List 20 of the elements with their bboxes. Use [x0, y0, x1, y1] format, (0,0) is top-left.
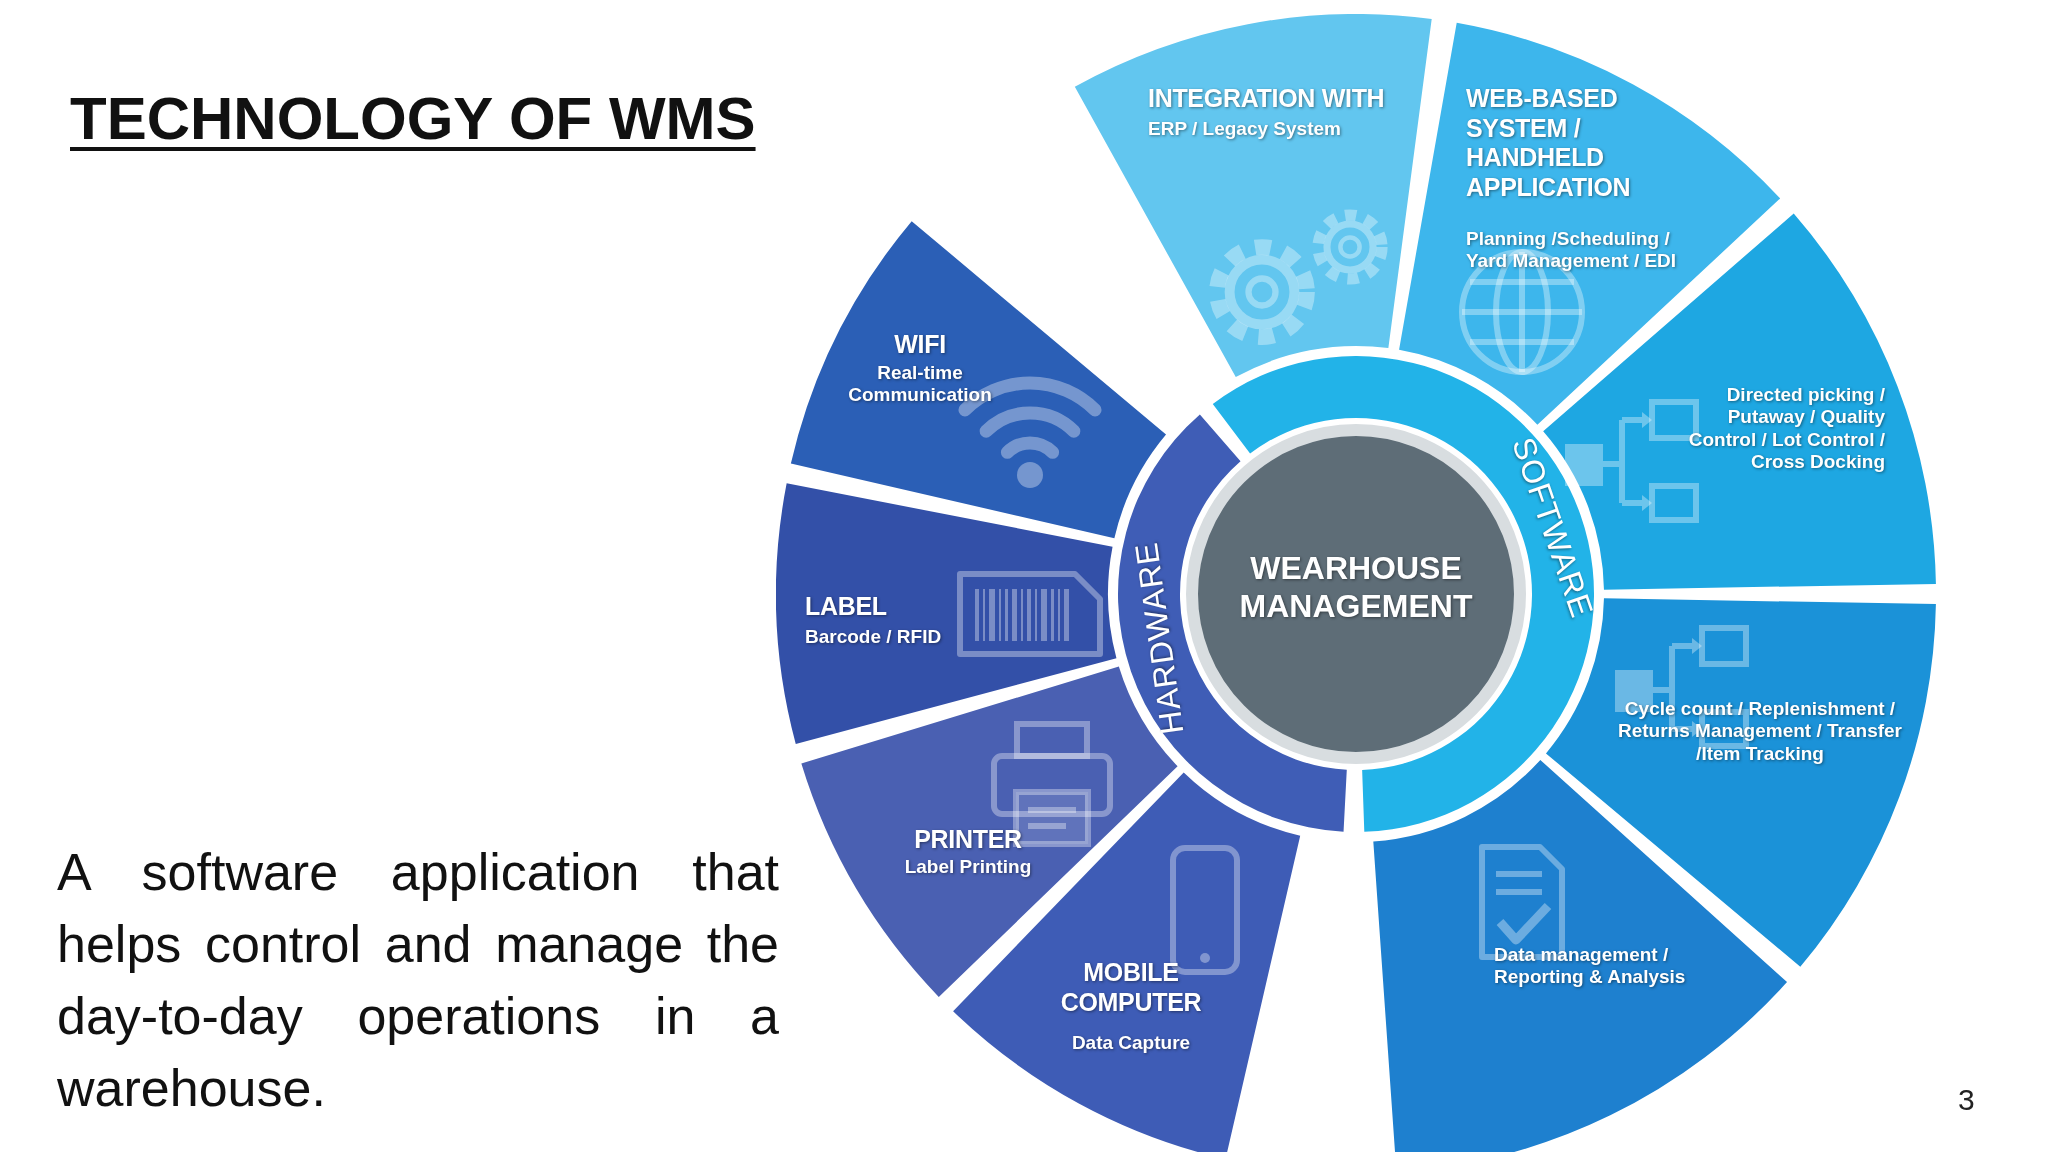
segment-heading: MOBILE COMPUTER — [1059, 958, 1203, 1017]
segment-text: Planning /Scheduling / Yard Management / EDI — [1466, 228, 1678, 273]
segment-heading: LABEL — [805, 592, 888, 622]
page-number: 3 — [1958, 1083, 1975, 1117]
segment-heading: INTEGRATION WITH — [1148, 84, 1386, 114]
segment-text: Data management / Reporting & Analysis — [1494, 944, 1687, 989]
band-label: HARDWARE — [1127, 539, 1192, 737]
segment-text: ERP / Legacy System — [1148, 118, 1342, 141]
segment-text: Label Printing — [903, 856, 1033, 879]
slide-title: TECHNOLOGY OF WMS — [70, 84, 756, 153]
segment-heading: WIFI — [893, 330, 947, 360]
segment-text: Barcode / RFID — [805, 626, 943, 649]
segment-heading: WEB-BASED SYSTEM / HANDHELD APPLICATION — [1466, 84, 1632, 202]
segment-heading: PRINTER — [913, 825, 1023, 855]
segment-text: Data Capture — [1070, 1032, 1192, 1055]
segment-text: Cycle count / Replenishment / Returns Management / Transfer /Item Tracking — [1617, 698, 1903, 766]
segment-text: Directed picking / Putaway / Quality Control / Lot Control / Cross Docking — [1687, 384, 1885, 474]
hub-label: WEARHOUSE MANAGEMENT — [1238, 550, 1474, 626]
description-text: A software application that helps control and manage the day-to-day operations in a warehouse. — [57, 842, 779, 1119]
segment-text: Real-time Communication — [847, 362, 993, 407]
